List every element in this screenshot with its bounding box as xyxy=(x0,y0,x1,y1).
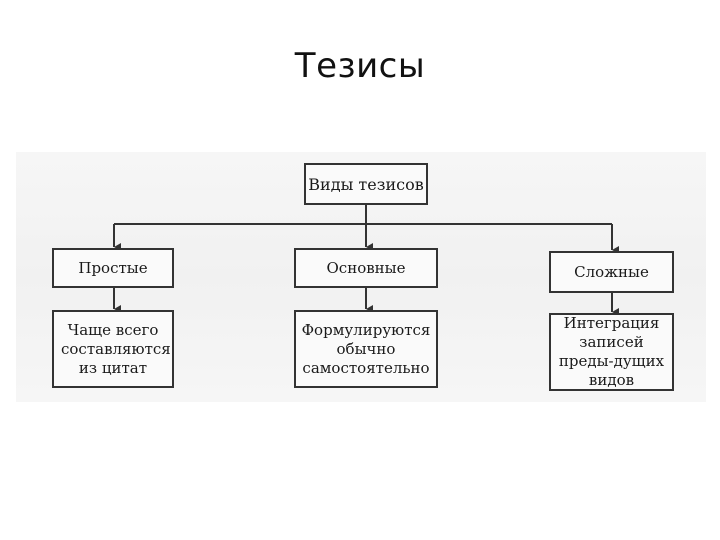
category-box-simple: Простые xyxy=(52,248,174,288)
description-text: Интеграция записей преды-дущих видов xyxy=(558,314,665,389)
description-text: Формулируются обычно самостоятельно xyxy=(301,320,431,377)
slide-title: Тезисы xyxy=(294,46,426,86)
description-text: Чаще всего составляются из цитат xyxy=(61,320,171,377)
description-box-main: Формулируются обычно самостоятельно xyxy=(294,310,438,388)
root-box: Виды тезисов xyxy=(304,163,428,205)
description-box-complex: Интеграция записей преды-дущих видов xyxy=(549,313,674,391)
category-box-complex: Сложные xyxy=(549,251,674,293)
category-label: Сложные xyxy=(574,263,649,281)
category-box-main: Основные xyxy=(294,248,438,288)
category-label: Основные xyxy=(326,259,406,277)
category-label: Простые xyxy=(78,259,148,277)
description-box-simple: Чаще всего составляются из цитат xyxy=(52,310,174,388)
root-label: Виды тезисов xyxy=(308,174,424,194)
